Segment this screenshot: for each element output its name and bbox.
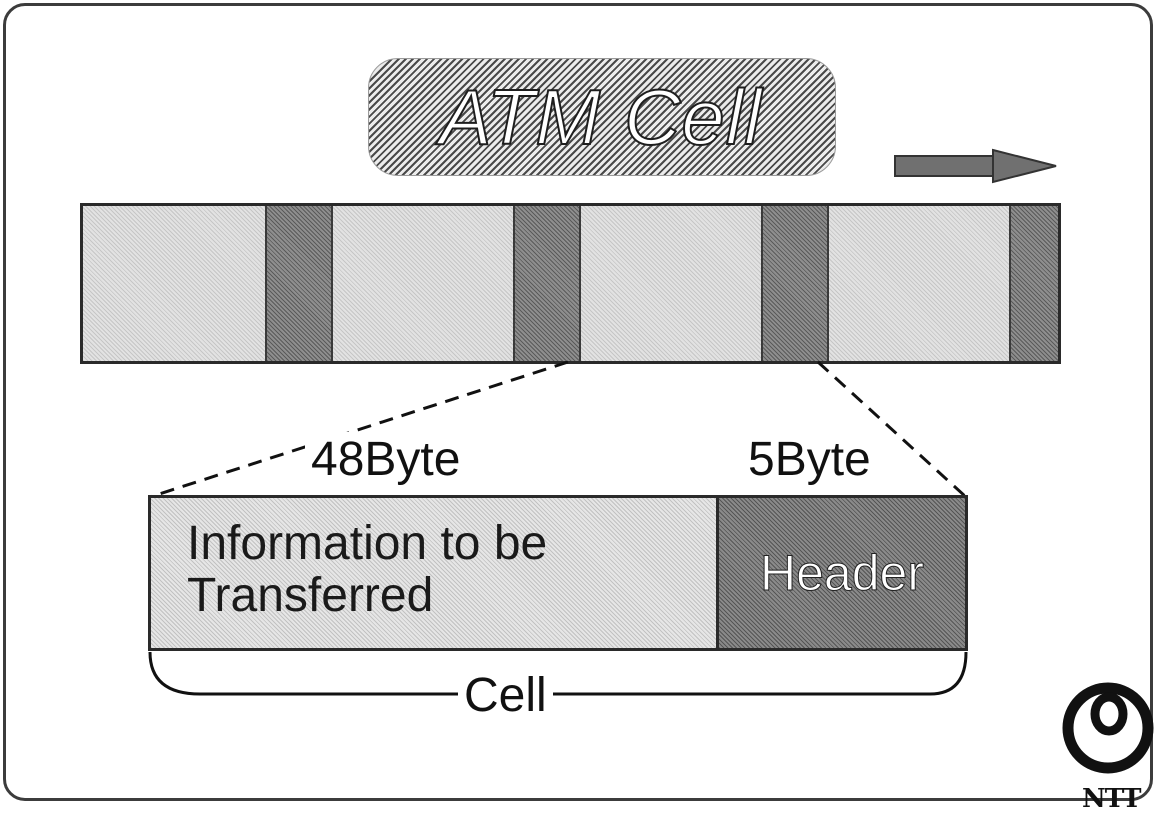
payload-label-line2: Transferred [187, 569, 434, 622]
stream-header-segment [267, 206, 333, 361]
slide-frame [3, 3, 1153, 801]
ntt-logo-icon [1062, 682, 1154, 774]
payload-field: Information to be Transferred [151, 498, 719, 648]
title-banner [368, 58, 836, 176]
stream-header-segment [763, 206, 829, 361]
header-label: Header [760, 545, 925, 602]
header-size-label: 5Byte [742, 432, 877, 488]
payload-size-label: 48Byte [305, 432, 467, 488]
stream-payload-segment [333, 206, 515, 361]
header-field: Header [719, 498, 965, 648]
ntt-logo-text: NTT [1082, 784, 1142, 814]
stream-header-segment [1011, 206, 1058, 361]
cell-stream [80, 203, 1061, 364]
stream-payload-segment [829, 206, 1011, 361]
stream-header-segment [515, 206, 581, 361]
slide-title: ATM Cell [439, 72, 763, 162]
cell-detail: Information to be Transferred Header [148, 495, 968, 651]
stream-payload-segment [83, 206, 267, 361]
payload-label-line1: Information to be [187, 517, 548, 570]
stream-payload-segment [581, 206, 763, 361]
cell-caption: Cell [458, 668, 553, 724]
